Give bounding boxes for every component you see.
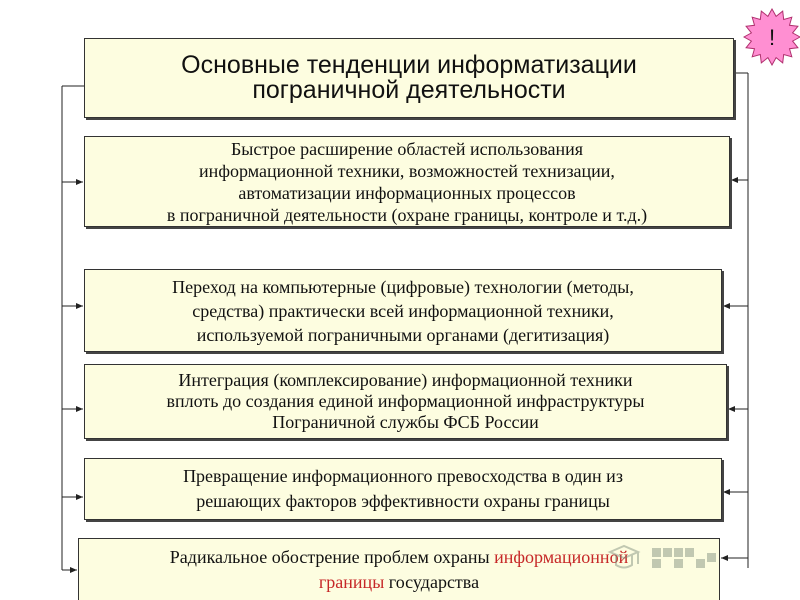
trend-box-4: Превращение информационного превосходств… <box>84 458 722 520</box>
alert-badge-icon: ! <box>743 8 800 66</box>
trend-2-line-3: используемой пограничными органами (деги… <box>196 324 610 345</box>
trend-4-line-2: решающих факторов эффективности охраны г… <box>196 491 610 511</box>
trend-5-text-2: государства <box>384 571 480 592</box>
trend-3-line-2: вплоть до создания единой информационной… <box>166 391 645 411</box>
trend-2-line-2: средства) практически всей информационно… <box>192 300 614 321</box>
trend-1-line-4: в пограничной деятельности (охране грани… <box>166 204 648 225</box>
title-line-1: Основные тенденции информатизации <box>181 51 637 79</box>
trend-1-line-3: автоматизации информационных процессов <box>238 182 576 203</box>
trend-5-highlight-1: информационной <box>494 546 629 567</box>
watermark-logo <box>607 544 716 569</box>
badge-symbol: ! <box>769 25 775 50</box>
trend-box-1: Быстрое расширение областей использовани… <box>84 136 730 227</box>
trend-4-line-1: Превращение информационного превосходств… <box>183 466 623 486</box>
trend-box-3: Интеграция (комплексирование) информацио… <box>84 364 727 439</box>
trend-5-line-2: границы государства <box>319 570 479 595</box>
trend-5-line-1: Радикальное обострение проблем охраны ин… <box>170 545 628 570</box>
trend-3-line-3: Пограничной службы ФСБ России <box>272 412 539 432</box>
title-line-2: пограничной деятельности <box>252 76 566 104</box>
trend-1-line-1: Быстрое расширение областей использовани… <box>230 138 584 159</box>
trend-3-line-1: Интеграция (комплексирование) информацио… <box>178 370 633 390</box>
title-box: Основные тенденции информатизации погран… <box>84 38 734 118</box>
trend-5-highlight-2: границы <box>318 571 385 592</box>
trend-box-5: Радикальное обострение проблем охраны ин… <box>78 538 720 600</box>
trend-box-2: Переход на компьютерные (цифровые) техно… <box>84 269 722 352</box>
trend-2-line-1: Переход на компьютерные (цифровые) техно… <box>172 276 634 297</box>
trend-1-line-2: информационной техники, возможностей тех… <box>199 160 615 181</box>
trend-5-text-1: Радикальное обострение проблем охраны <box>169 546 495 567</box>
